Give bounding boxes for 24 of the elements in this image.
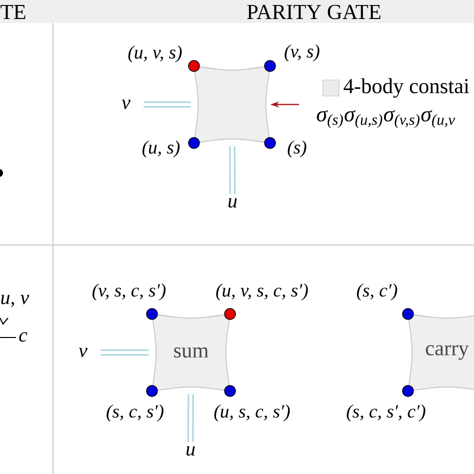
double-line [229, 146, 236, 194]
qubit-label: (s) [288, 140, 306, 158]
formula: σ$_{(s)}$σ$_{(u,s)}$σ$_{(v,s)}$σ$_{(u,v}$ [316, 110, 456, 128]
qubit-label: (u, s, c, s′) [214, 404, 290, 422]
line-label: u [186, 446, 195, 456]
line-label: v [122, 100, 130, 110]
qubit-label: (s, c, s′) [106, 404, 164, 422]
qubit-label: (u, v, s) [128, 46, 182, 62]
line-label: v [78, 348, 88, 358]
legend-text: 4-body constai [344, 78, 470, 98]
constraint-square: carry [408, 314, 474, 392]
variable-label: c [19, 332, 28, 342]
line-label: u [228, 198, 237, 208]
double-line [144, 101, 191, 108]
qubit-label: (u, v, s, c, s′) [216, 284, 308, 300]
column-header: TE [0, 0, 53, 23]
variable-label: u, v [1, 294, 30, 308]
double-line [187, 394, 194, 442]
qubit-label: (v, s) [284, 44, 320, 62]
qubit-label: (v, s, c, s′) [92, 284, 166, 300]
qubit-label: (s, c, s′, c′) [346, 404, 426, 422]
qubit-label: (u, s) [142, 140, 180, 158]
qubit-label: (s, c′) [356, 284, 398, 300]
double-line [100, 349, 149, 356]
